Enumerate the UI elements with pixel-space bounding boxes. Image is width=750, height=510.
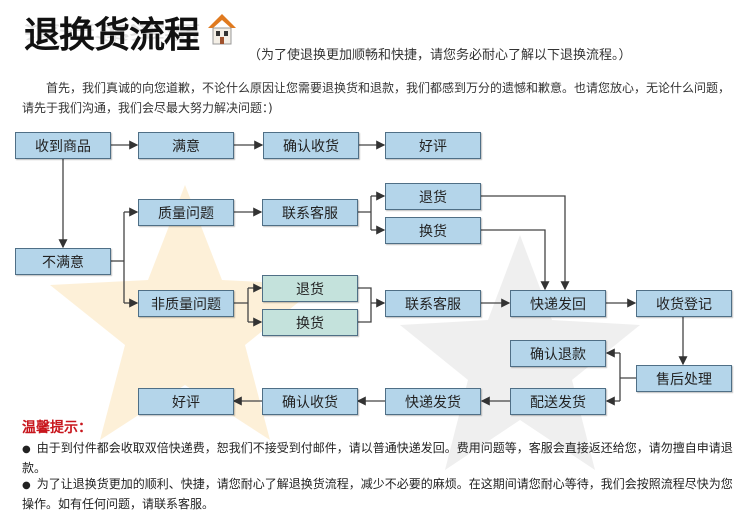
step-quality-issue: 质量问题	[138, 199, 234, 226]
step-satisfied: 满意	[138, 132, 234, 159]
step-good-review-2: 好评	[138, 388, 234, 415]
step-exchange-1: 换货	[385, 217, 481, 244]
step-dispatch: 配送发货	[510, 388, 606, 415]
tips-heading: 温馨提示：	[22, 420, 92, 436]
page-title: 退换货流程	[24, 15, 200, 56]
step-receive-register: 收货登记	[636, 290, 732, 317]
bullet-icon: ●	[22, 480, 31, 491]
tip-item-1: ●由于到付件都会收取双倍快递费，恕我们不接受到付邮件，请以普通快递发回。费用问题…	[22, 439, 734, 477]
step-ship-back: 快递发回	[510, 290, 606, 317]
step-contact-cs-2: 联系客服	[385, 290, 481, 317]
step-good-review: 好评	[385, 132, 481, 159]
step-non-quality-issue: 非质量问题	[138, 290, 234, 317]
step-confirm-refund: 确认退款	[510, 340, 606, 367]
house-icon	[208, 14, 236, 45]
intro-paragraph: 首先，我们真诚的向您道歉，不论什么原因让您需要退换货和退款，我们都感到万分的遗憾…	[22, 81, 731, 115]
step-confirm-receipt: 确认收货	[263, 132, 359, 159]
step-express-ship: 快递发货	[385, 388, 481, 415]
step-exchange-2: 换货	[262, 309, 358, 336]
tip-item-2: ●为了让退换货更加的顺利、快捷，请您耐心了解退换货流程，减少不必要的麻烦。在这期…	[22, 475, 734, 510]
bullet-icon: ●	[22, 444, 31, 455]
step-return-1: 退货	[385, 183, 481, 210]
step-contact-cs-1: 联系客服	[262, 199, 358, 226]
subtitle: （为了使退换更加顺畅和快捷，请您务必耐心了解以下退换流程。）	[248, 48, 632, 63]
step-return-2: 退货	[262, 275, 358, 302]
tip-text: 由于到付件都会收取双倍快递费，恕我们不接受到付邮件，请以普通快递发回。费用问题等…	[22, 441, 733, 475]
step-received: 收到商品	[15, 132, 111, 159]
step-unsatisfied: 不满意	[15, 248, 111, 275]
tip-text: 为了让退换货更加的顺利、快捷，请您耐心了解退换货流程，减少不必要的麻烦。在这期间…	[22, 477, 733, 510]
step-confirm-receipt-2: 确认收货	[262, 388, 358, 415]
step-after-sales: 售后处理	[636, 365, 732, 392]
